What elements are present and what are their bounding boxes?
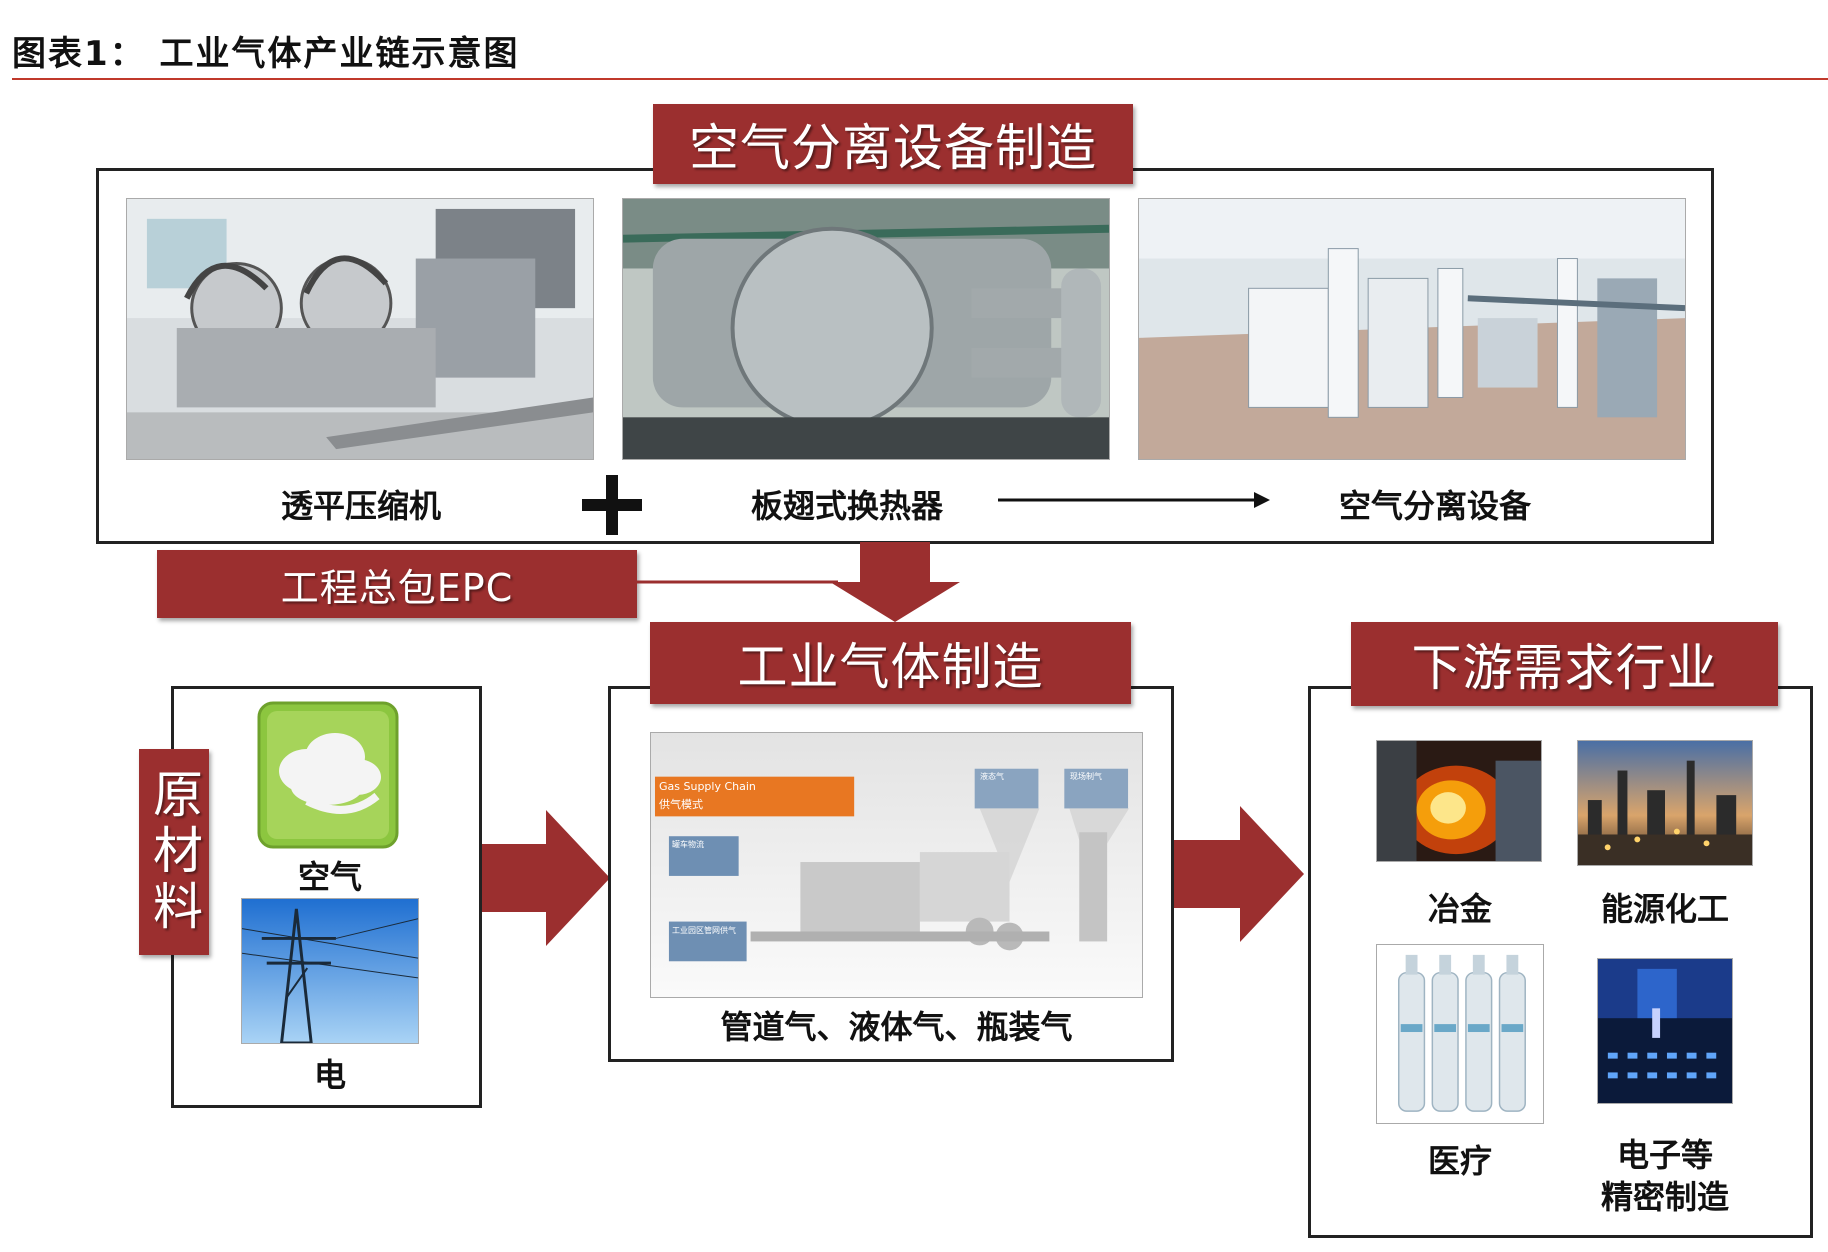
gas-types-label: 管道气、液体气、瓶装气	[720, 1008, 1073, 1046]
air-separation-plant-photo	[1138, 198, 1686, 460]
downstream-banner: 下游需求行业	[1351, 622, 1778, 706]
caption-rule	[12, 78, 1828, 80]
gas-manufacturing-banner: 工业气体制造	[650, 622, 1131, 704]
gas-supply-chain-title-cn: 供气模式	[659, 798, 703, 811]
metallurgy-label: 冶金	[1427, 890, 1492, 928]
steel-smelting-photo	[1376, 740, 1542, 862]
plate-fin-heat-exchanger-photo	[622, 198, 1110, 460]
turbo-compressor-photo	[126, 198, 594, 460]
onsite-gas-tag: 现场制气	[1070, 772, 1102, 781]
down-arrow-icon	[630, 542, 960, 622]
raw-materials-label: 原材料	[145, 768, 203, 936]
electronics-label: 电子等 精密制造	[1600, 1136, 1729, 1216]
power-tower-photo	[241, 898, 419, 1044]
electricity-label: 电	[313, 1056, 346, 1094]
liquid-gas-tag: 液态气	[980, 772, 1004, 781]
right-arrow-icon	[998, 492, 1270, 508]
gas-supply-chain-title-en: Gas Supply Chain	[659, 780, 756, 793]
epc-banner: 工程总包EPC	[157, 550, 637, 618]
raw-materials-banner: 原材料	[139, 749, 209, 955]
medical-oxygen-bottles-photo	[1376, 944, 1544, 1124]
medical-label: 医疗	[1427, 1142, 1492, 1180]
right-arrow-icon	[482, 810, 610, 946]
air-separation-banner: 空气分离设备制造	[653, 104, 1133, 184]
right-arrow-icon	[1174, 806, 1304, 942]
tanker-logistics-tag: 罐车物流	[672, 840, 704, 849]
air-separation-equipment-label: 空气分离设备	[1338, 487, 1531, 525]
cloud-icon	[257, 701, 399, 849]
air-label: 空气	[297, 858, 362, 896]
refinery-photo	[1577, 740, 1753, 866]
plus-icon	[582, 475, 642, 535]
pipeline-supply-tag: 工业园区管网供气	[672, 926, 736, 935]
gas-supply-chain-photo: Gas Supply Chain 供气模式 液态气 现场制气 罐车物流 工业园区…	[650, 732, 1143, 998]
figure-caption: 图表1： 工业气体产业链示意图	[12, 34, 520, 74]
heat-exchanger-label: 板翅式换热器	[750, 487, 943, 525]
turbo-compressor-label: 透平压缩机	[280, 487, 441, 525]
precision-electronics-photo	[1597, 958, 1733, 1104]
energy-chemicals-label: 能源化工	[1600, 890, 1729, 928]
